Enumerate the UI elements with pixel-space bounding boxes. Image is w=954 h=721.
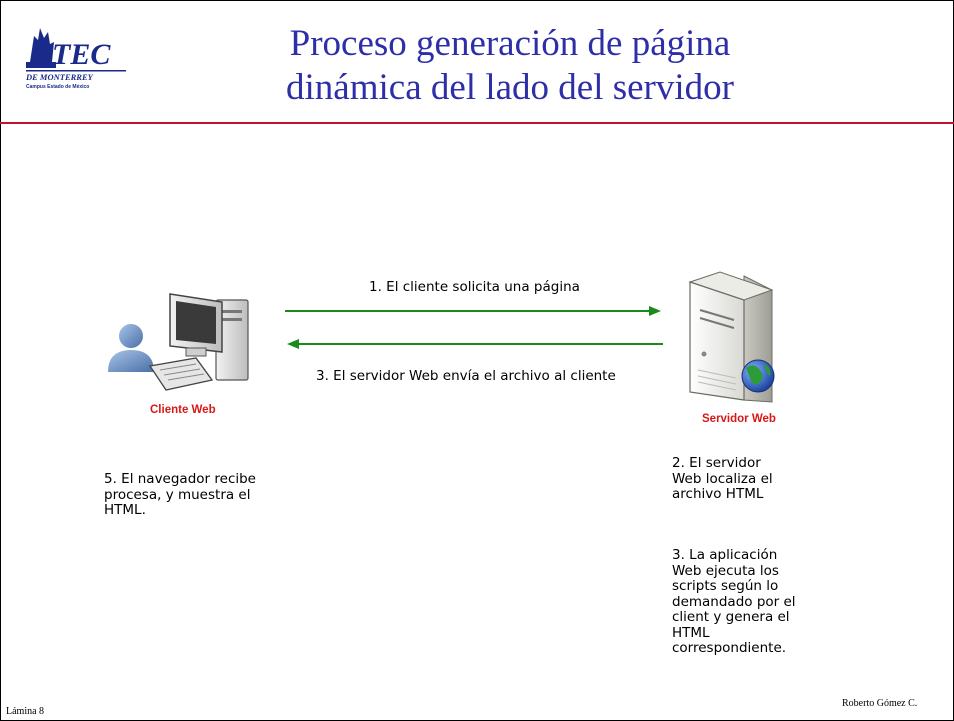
logo-subtitle: DE MONTERREY bbox=[25, 72, 94, 82]
client-computer-icon bbox=[104, 288, 262, 392]
response-arrow bbox=[287, 339, 663, 349]
logo-campus: Campus Estado de México bbox=[26, 84, 89, 90]
server-label: Servidor Web bbox=[702, 413, 776, 425]
request-arrow bbox=[285, 306, 661, 316]
title-line-1: Proceso generación de página bbox=[289, 23, 731, 64]
server-icon bbox=[680, 270, 792, 412]
logo-text: TEC bbox=[52, 38, 111, 71]
client-label: Cliente Web bbox=[150, 404, 216, 416]
tec-logo: TEC DE MONTERREY Campus Estado de México bbox=[22, 18, 130, 90]
app-executes-note: 3. La aplicación Web ejecuta los scripts… bbox=[672, 547, 796, 656]
server-locates-note: 2. El servidor Web localiza el archivo H… bbox=[672, 455, 773, 502]
response-label: 3. El servidor Web envía el archivo al c… bbox=[316, 368, 616, 384]
title-rule bbox=[0, 122, 954, 124]
slide-title: Proceso generación de página dinámica de… bbox=[190, 22, 830, 110]
footer-author: Roberto Gómez C. bbox=[842, 698, 918, 709]
footer-slide-number: Lámina 8 bbox=[6, 706, 45, 717]
title-line-2: dinámica del lado del servidor bbox=[286, 67, 734, 108]
browser-note: 5. El navegador recibe procesa, y muestr… bbox=[104, 471, 256, 518]
request-label: 1. El cliente solicita una página bbox=[369, 279, 580, 295]
